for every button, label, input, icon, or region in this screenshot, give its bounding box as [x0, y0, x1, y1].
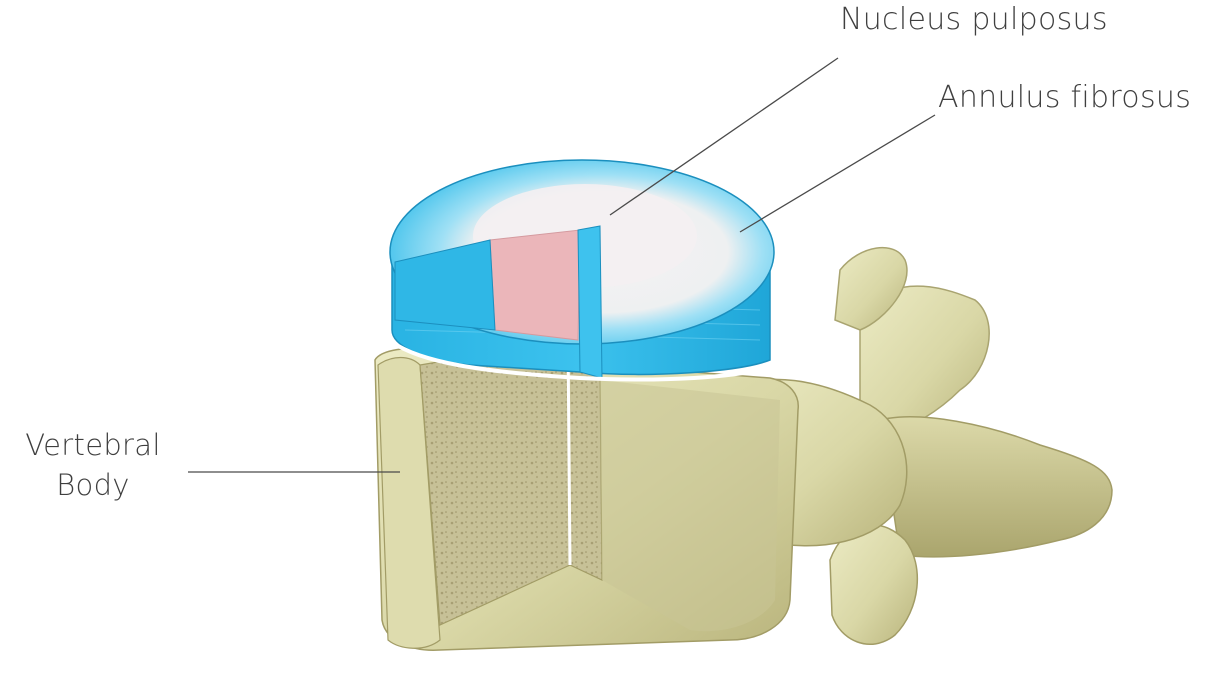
label-vertebral-body-line2: Body: [8, 465, 178, 505]
leader-line-annulus: [740, 115, 935, 232]
cut-edge: [568, 340, 570, 565]
intervertebral-disc: [390, 160, 774, 380]
inferior-articular-process: [830, 525, 917, 645]
label-vertebral-body-line1: Vertebral: [8, 425, 178, 465]
label-annulus-fibrosus: Annulus fibrosus: [938, 80, 1191, 115]
body-shadow: [600, 380, 780, 631]
label-nucleus-pulposus: Nucleus pulposus: [840, 2, 1108, 37]
label-vertebral-body: Vertebral Body: [8, 425, 178, 505]
lamina: [880, 417, 1112, 557]
annulus-cut-face-right: [578, 226, 602, 378]
nucleus-cut-wedge: [490, 230, 580, 340]
vertebral-body: [375, 340, 798, 650]
